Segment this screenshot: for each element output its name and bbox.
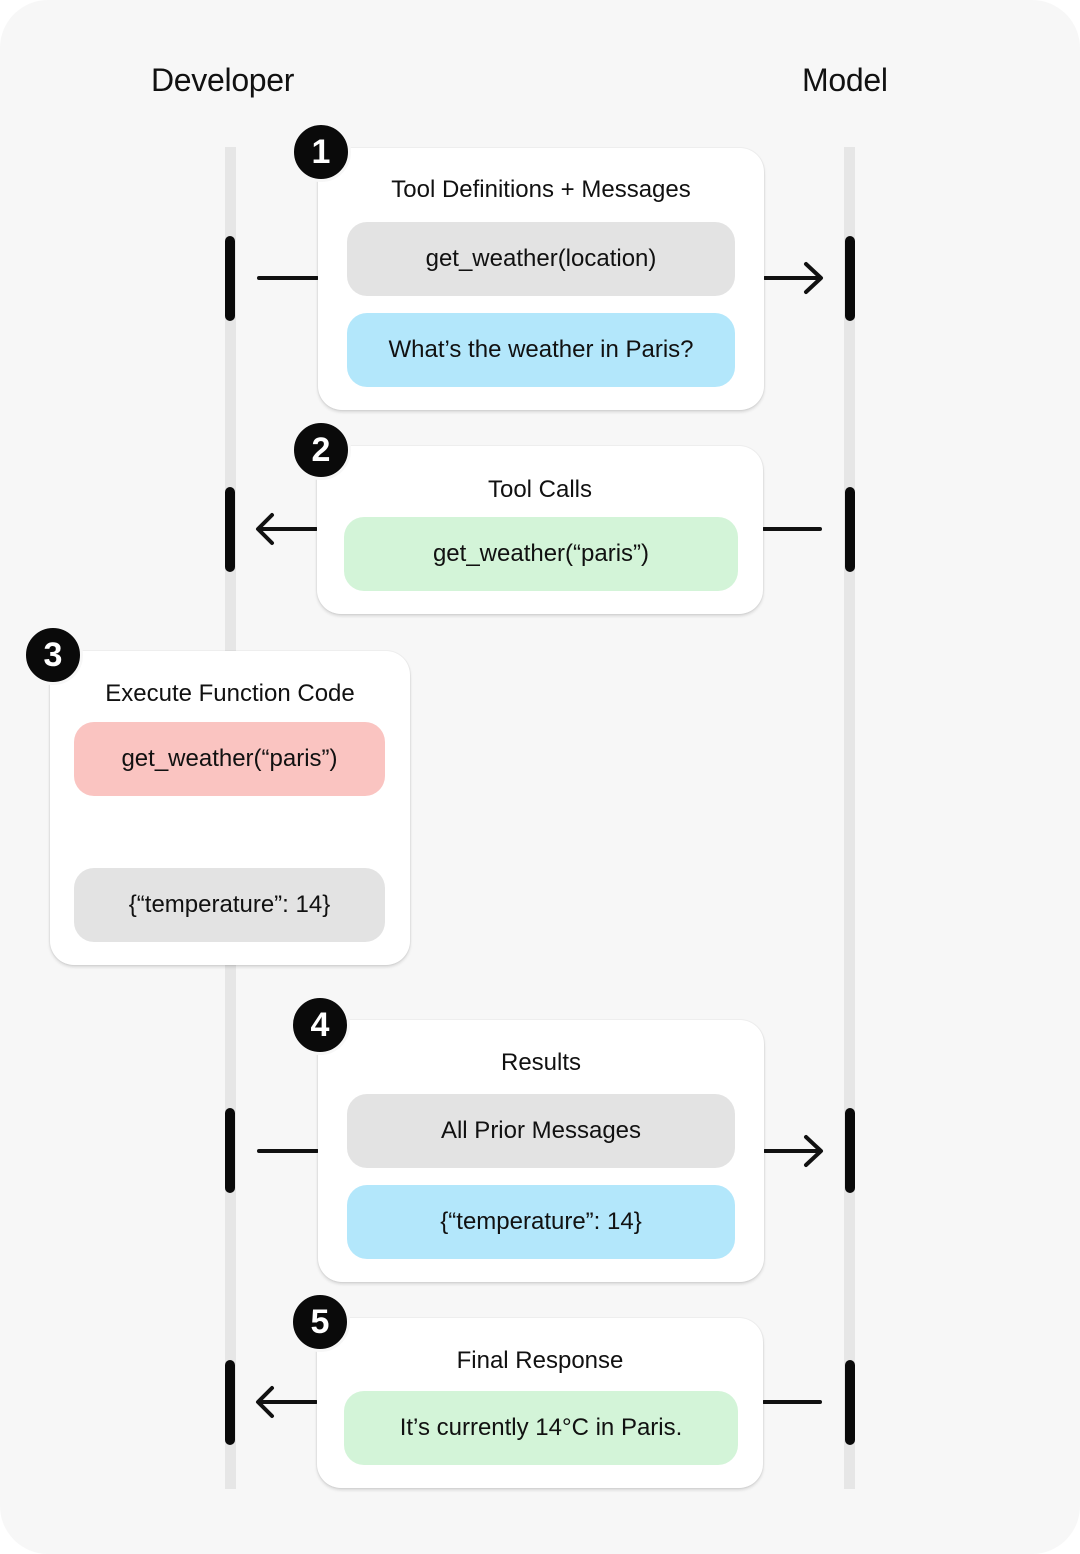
step4-prior-messages-pill: All Prior Messages [347,1094,735,1168]
developer-tick-2 [225,487,235,572]
step4-result-pill: {“temperature”: 14} [347,1185,735,1259]
model-tick-2 [845,487,855,572]
step4-title: Results [500,1049,582,1076]
model-tick-5 [845,1360,855,1445]
model-tick-1 [845,236,855,321]
step4-card: Results All Prior Messages {“temperature… [318,1020,764,1282]
model-lifeline [844,147,855,1489]
step5-badge: 5 [290,1292,350,1352]
step1-card: Tool Definitions + Messages get_weather(… [318,148,764,410]
step3-function-result-pill: {“temperature”: 14} [74,868,385,942]
step3-badge: 3 [23,625,83,685]
model-column-title: Model [802,62,888,98]
step1-arrow-right-icon [804,262,823,294]
step4-arrow-right-icon [804,1135,823,1167]
step1-badge: 1 [291,122,351,182]
step1-title: Tool Definitions + Messages [391,176,691,203]
step1-user-message-pill: What’s the weather in Paris? [347,313,735,387]
developer-tick-5 [225,1360,235,1445]
step5-final-response-pill: It’s currently 14°C in Paris. [344,1391,738,1465]
developer-tick-1 [225,236,235,321]
step5-title: Final Response [456,1347,624,1374]
step2-title: Tool Calls [487,476,593,503]
step2-badge: 2 [291,420,351,480]
step3-card: Execute Function Code get_weather(“paris… [50,651,410,965]
step2-tool-call-pill: get_weather(“paris”) [344,517,738,591]
step2-arrow-left-icon [256,513,274,545]
step3-title: Execute Function Code [105,680,355,707]
developer-tick-4 [225,1108,235,1193]
step5-card: Final Response It’s currently 14°C in Pa… [317,1318,763,1488]
step3-function-call-pill: get_weather(“paris”) [74,722,385,796]
step2-card: Tool Calls get_weather(“paris”) [317,446,763,614]
model-tick-4 [845,1108,855,1193]
developer-column-title: Developer [151,62,295,98]
step5-arrow-left-icon [256,1386,274,1418]
step4-badge: 4 [290,995,350,1055]
step1-tool-definition-pill: get_weather(location) [347,222,735,296]
